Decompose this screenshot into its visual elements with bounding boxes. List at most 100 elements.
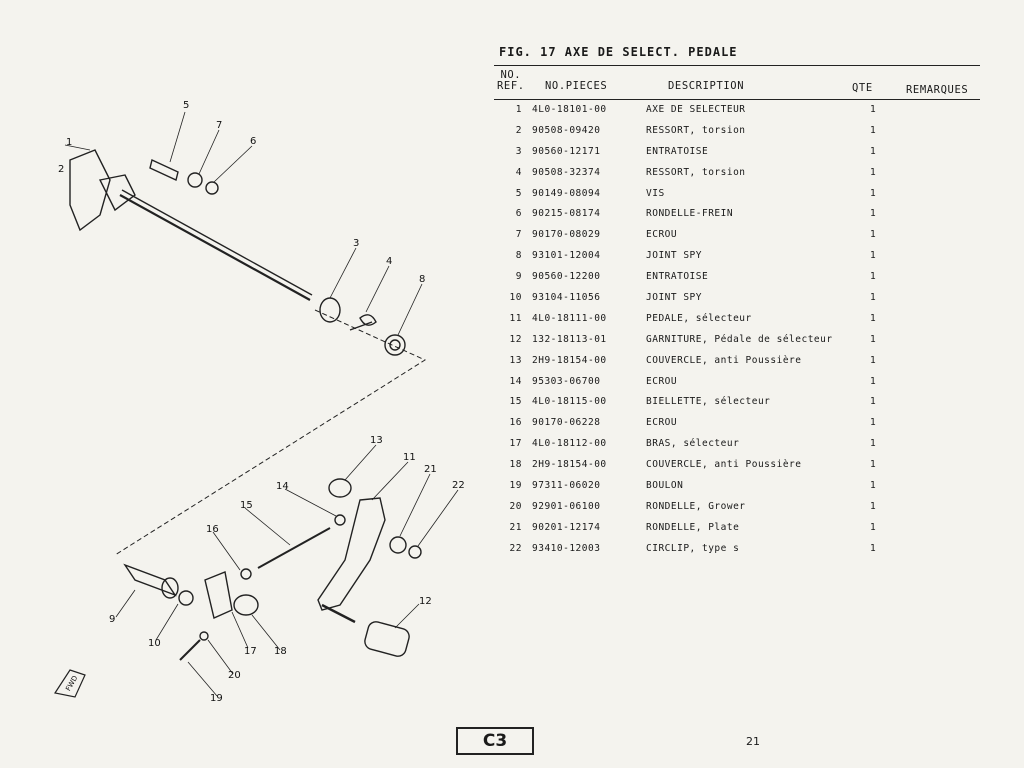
row-quantity: 1 (870, 312, 877, 324)
row-quantity: 1 (870, 480, 877, 492)
row-ref: 3 (515, 145, 522, 157)
row-part-number: 90560-12171 (532, 145, 601, 157)
row-part-number: 92901-06100 (532, 500, 601, 512)
row-quantity: 1 (870, 438, 877, 450)
header-rule-bottom (494, 99, 980, 100)
row-quantity: 1 (870, 417, 877, 429)
row-ref: 2 (515, 124, 522, 136)
shift-lever-bracket (69, 149, 111, 232)
row-part-number: 93104-11056 (532, 292, 601, 304)
row-ref: 19 (509, 480, 522, 492)
row-quantity: 1 (870, 396, 877, 408)
row-ref: 21 (509, 521, 522, 533)
row-description: BOULON (646, 480, 684, 492)
row-description: RONDELLE-FREIN (646, 208, 734, 220)
callout-2: 2 (58, 164, 64, 175)
row-ref: 22 (509, 542, 522, 554)
row-part-number: 90560-12200 (532, 271, 601, 283)
section-code: C3 (456, 727, 534, 755)
row-part-number: 4L0-18101-00 (532, 104, 607, 115)
col-header-ref-line2: REF. (497, 80, 525, 92)
row-quantity: 1 (870, 187, 877, 199)
row-ref: 6 (515, 208, 522, 220)
row-ref: 9 (515, 271, 522, 283)
row-description: RONDELLE, Grower (646, 500, 746, 512)
row-part-number: 132-18113-01 (532, 333, 607, 345)
callout-3: 3 (353, 238, 359, 249)
callout-12: 12 (419, 596, 432, 607)
fwd-label: FWD (64, 674, 79, 692)
row-description: JOINT SPY (646, 250, 702, 262)
callout-7: 7 (216, 120, 222, 131)
callout-20: 20 (228, 670, 241, 681)
row-quantity: 1 (870, 333, 877, 345)
table-row: 1 4L0-18101-00 AXE DE SELECTEUR 1 (494, 101, 980, 122)
callout-19: 19 (210, 693, 223, 704)
row-ref: 13 (509, 354, 522, 366)
row-part-number: 90170-08029 (532, 229, 601, 241)
row-description: JOINT SPY (646, 292, 702, 304)
row-part-number: 4L0-18115-00 (532, 396, 607, 408)
row-ref: 7 (515, 229, 522, 241)
col-header-remarks: REMARQUES (906, 84, 969, 96)
callout-21: 21 (424, 464, 437, 475)
table-row: 15 4L0-18115-00 BIELLETTE, sélecteur 1 (494, 393, 980, 414)
table-row: 6 90215-08174 RONDELLE-FREIN 1 (494, 205, 980, 226)
shift-pedal (317, 497, 386, 611)
row-description: COUVERCLE, anti Poussière (646, 354, 802, 366)
row-part-number: 90170-06228 (532, 417, 601, 429)
callout-5: 5 (183, 100, 189, 111)
callout-16: 16 (206, 524, 219, 535)
row-description: RONDELLE, Plate (646, 521, 740, 533)
row-ref: 17 (509, 438, 522, 450)
row-ref: 1 (515, 104, 522, 115)
col-header-ref: NO. REF. (497, 70, 525, 92)
row-description: COUVERCLE, anti Poussière (646, 459, 802, 471)
callout-4: 4 (386, 256, 392, 267)
row-ref: 15 (509, 396, 522, 408)
row-part-number: 2H9-18154-00 (532, 459, 607, 471)
row-description: BRAS, sélecteur (646, 438, 740, 450)
row-quantity: 1 (870, 292, 877, 304)
row-description: AXE DE SELECTEUR (646, 104, 746, 115)
row-quantity: 1 (870, 104, 877, 115)
row-part-number: 90215-08174 (532, 208, 601, 220)
row-description: ECROU (646, 375, 678, 387)
row-ref: 14 (509, 375, 522, 387)
row-part-number: 93410-12003 (532, 542, 601, 554)
row-description: CIRCLIP, type s (646, 542, 740, 554)
row-ref: 8 (515, 250, 522, 262)
row-description: RESSORT, torsion (646, 166, 746, 178)
row-ref: 16 (509, 417, 522, 429)
row-quantity: 1 (870, 208, 877, 220)
row-description: VIS (646, 187, 665, 199)
row-part-number: 95303-06700 (532, 375, 601, 387)
row-description: BIELLETTE, sélecteur (646, 396, 771, 408)
row-part-number: 4L0-18111-00 (532, 312, 607, 324)
row-quantity: 1 (870, 250, 877, 262)
callout-15: 15 (240, 500, 253, 511)
row-quantity: 1 (870, 229, 877, 241)
row-description: ECROU (646, 417, 678, 429)
callout-22: 22 (452, 480, 465, 491)
figure-title: FIG. 17 AXE DE SELECT. PEDALE (499, 45, 738, 59)
row-quantity: 1 (870, 354, 877, 366)
row-description: RESSORT, torsion (646, 124, 746, 136)
callout-6: 6 (250, 136, 256, 147)
